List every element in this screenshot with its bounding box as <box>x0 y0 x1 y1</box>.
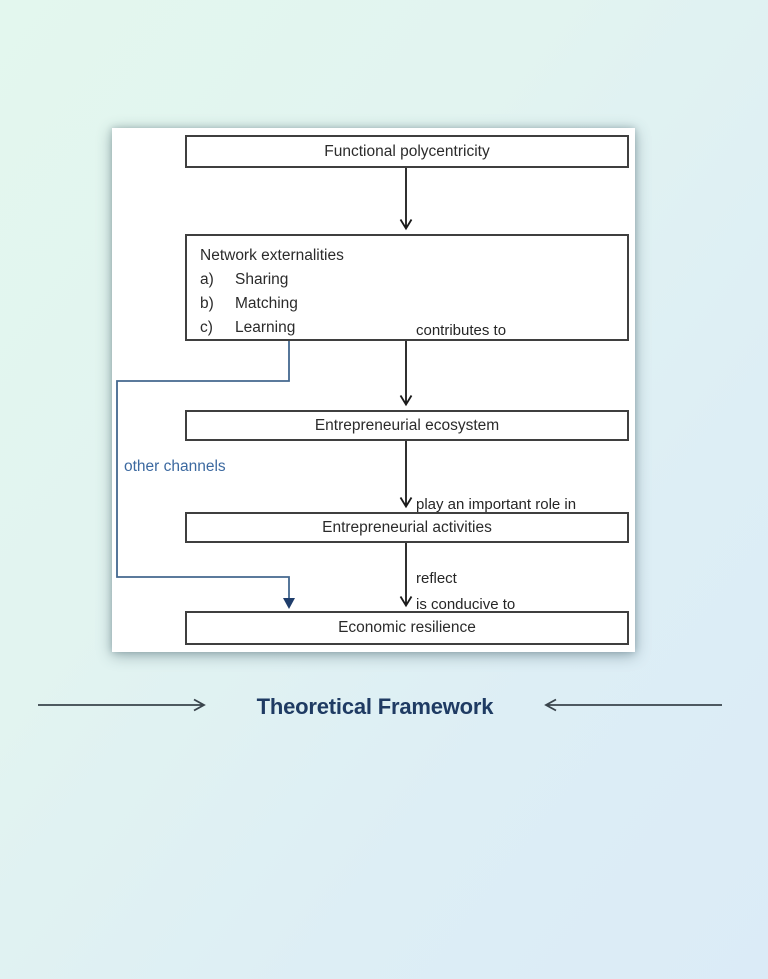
box-network-externalities: Network externalities a) Sharing b) Matc… <box>185 234 629 341</box>
arrow-label-is-conducive-to: is conducive to <box>416 596 516 613</box>
arrow-conducive-icon <box>399 441 413 509</box>
box-functional-polycentricity-label: Functional polycentricity <box>324 142 490 160</box>
box-entrepreneurial-activities: Entrepreneurial activities <box>185 512 629 543</box>
box-entrepreneurial-ecosystem: Entrepreneurial ecosystem <box>185 410 629 441</box>
list-item-label: Matching <box>235 295 298 312</box>
list-item-label: Learning <box>235 319 296 336</box>
list-item-sharing: a) Sharing <box>200 268 627 292</box>
list-item-label: Sharing <box>235 271 289 288</box>
caption-arrow-right-icon <box>38 698 206 712</box>
arrow-contributes-icon <box>399 168 413 231</box>
list-item-learning: c) Learning <box>200 316 627 340</box>
flowchart-connectors <box>116 168 413 609</box>
list-marker: b) <box>200 295 214 312</box>
other-channels-label: other channels <box>124 458 226 475</box>
arrow-label-reflect: reflect <box>416 570 457 587</box>
box-entrepreneurial-activities-label: Entrepreneurial activities <box>322 518 492 536</box>
flowchart-panel: Functional polycentricity Network extern… <box>112 128 635 652</box>
box-functional-polycentricity: Functional polycentricity <box>185 135 629 168</box>
arrow-reflect-icon <box>399 543 413 608</box>
box-economic-resilience-label: Economic resilience <box>338 619 476 636</box>
list-marker: a) <box>200 271 214 288</box>
box-economic-resilience: Economic resilience <box>185 611 629 645</box>
other-channels-arrowhead-icon <box>283 598 295 609</box>
arrow-label-play-important-role: play an important role in <box>416 496 577 513</box>
box-entrepreneurial-ecosystem-label: Entrepreneurial ecosystem <box>314 416 500 434</box>
caption-arrow-left-icon <box>544 698 722 712</box>
caption-title: Theoretical Framework <box>256 694 494 719</box>
list-item-matching: b) Matching <box>200 292 627 316</box>
box-network-externalities-title: Network externalities <box>200 247 344 264</box>
arrow-label-contributes-to: contributes to <box>416 322 507 339</box>
arrow-role-icon <box>399 341 413 407</box>
list-marker: c) <box>200 319 213 336</box>
